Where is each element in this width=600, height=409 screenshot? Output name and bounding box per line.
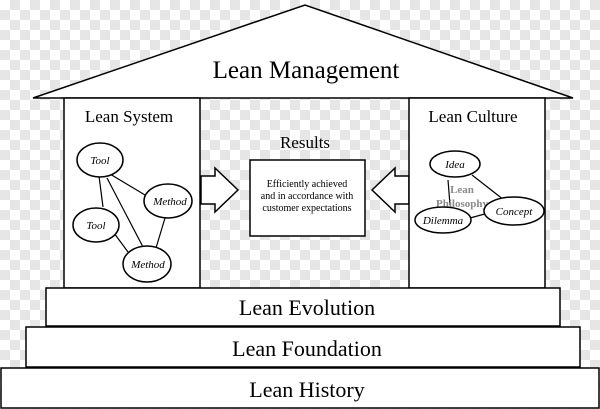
node-label: Tool	[90, 155, 109, 167]
node-label: Tool	[86, 220, 105, 232]
network-node	[76, 142, 124, 178]
results-title: Results	[280, 133, 330, 152]
right-pillar-title: Lean Culture	[428, 107, 517, 126]
results-text-line: customer expectations	[262, 203, 351, 214]
network-edge	[471, 174, 505, 201]
node-label: Method	[130, 259, 165, 271]
network-edge	[155, 217, 166, 249]
results-text-line: and in accordance with	[261, 191, 353, 202]
network-node	[122, 245, 172, 283]
network-edge	[447, 179, 451, 206]
node-label: Concept	[496, 206, 534, 218]
left-pillar-title: Lean System	[85, 107, 173, 126]
right-arrow	[370, 166, 410, 214]
results-box	[249, 159, 366, 237]
left-arrow	[200, 166, 240, 214]
step-foundation	[25, 326, 581, 368]
network-node	[414, 206, 472, 234]
network-node	[429, 150, 481, 178]
step-history-label: Lean History	[249, 377, 364, 402]
node-label: Dilemma	[422, 215, 464, 227]
network-edge	[113, 232, 129, 253]
network-node	[143, 183, 193, 219]
step-evolution	[45, 287, 561, 327]
center-label: Lean	[450, 184, 474, 196]
node-label: Idea	[444, 159, 465, 171]
left-pillar-network: Tool Method Tool Method	[72, 142, 193, 283]
right-pillar-network: Lean Philosophy Idea Concept Dilemma	[414, 150, 545, 234]
results-text-line: Efficiently achieved	[267, 179, 348, 190]
step-evolution-label: Lean Evolution	[239, 295, 375, 320]
network-node	[72, 207, 120, 243]
right-pillar	[408, 97, 546, 289]
network-edge	[98, 175, 104, 208]
network-edge	[109, 173, 151, 199]
step-foundation-label: Lean Foundation	[232, 336, 382, 361]
roof-title: Lean Management	[213, 57, 400, 84]
network-edge	[106, 177, 144, 248]
roof	[32, 4, 574, 99]
network-node	[483, 196, 545, 226]
step-history	[0, 367, 600, 409]
node-label: Method	[152, 196, 187, 208]
